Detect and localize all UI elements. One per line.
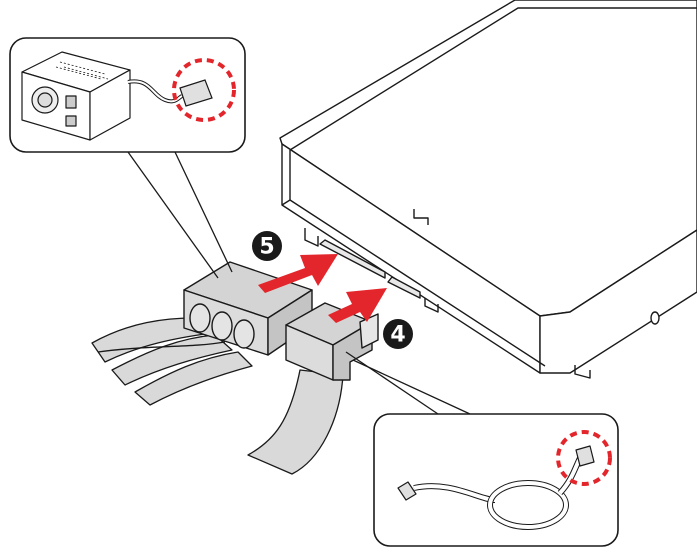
sata-data-cable (247, 369, 344, 475)
power-supply-icon (21, 51, 131, 141)
step-badge-5: 5 (252, 231, 282, 261)
psu-callout (9, 37, 246, 279)
step-badge-4: 4 (383, 319, 413, 349)
insert-arrow-5 (258, 254, 338, 293)
psu-callout-connector (179, 79, 213, 107)
sata-cable-callout (345, 351, 619, 547)
sata-data-connector (285, 302, 379, 381)
step-number-5: 5 (259, 235, 274, 260)
highlight-circle-psu (172, 58, 236, 122)
insert-arrow-4 (328, 288, 387, 323)
highlight-circle-sata (556, 430, 612, 486)
hard-drive-icon (279, 0, 697, 379)
sata-cable-icon (397, 445, 595, 530)
step-number-4: 4 (390, 323, 405, 348)
psu-power-cable (91, 317, 253, 406)
